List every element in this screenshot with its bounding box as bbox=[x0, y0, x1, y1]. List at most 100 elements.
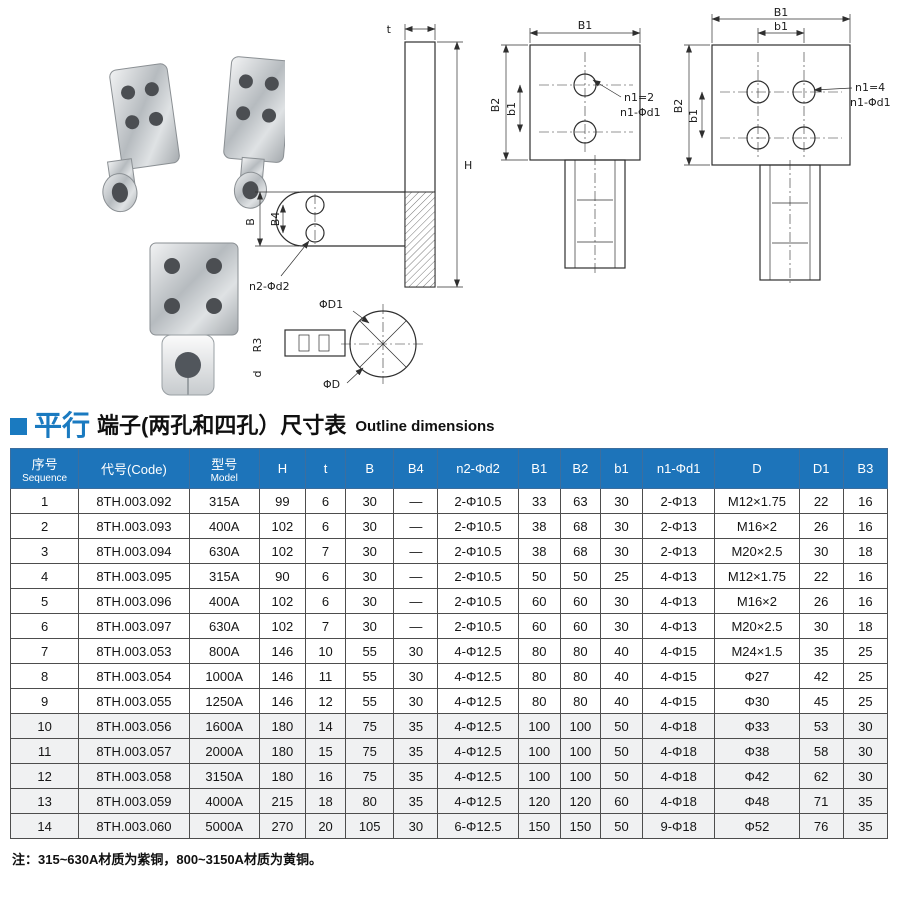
table-cell: 55 bbox=[345, 638, 395, 664]
table-cell: 105 bbox=[345, 813, 395, 839]
table-cell: 30 bbox=[345, 513, 395, 539]
table-cell: 60 bbox=[559, 613, 601, 639]
table-cell: 180 bbox=[258, 738, 306, 764]
column-header: D bbox=[714, 448, 800, 489]
table-cell: 30 bbox=[842, 713, 889, 739]
dim-label-B4: B4 bbox=[269, 212, 282, 227]
table-cell: Φ48 bbox=[714, 788, 800, 814]
table-cell: 4-Φ18 bbox=[642, 788, 716, 814]
table-cell: 315A bbox=[188, 488, 260, 514]
table-cell: 400A bbox=[188, 588, 260, 614]
table-cell: 6-Φ12.5 bbox=[437, 813, 519, 839]
table-cell: 4-Φ12.5 bbox=[437, 688, 519, 714]
table-cell: 8TH.003.093 bbox=[78, 513, 190, 539]
table-cell: 6 bbox=[304, 488, 347, 514]
table-cell: 40 bbox=[599, 663, 644, 689]
table-cell: 30 bbox=[599, 488, 644, 514]
table-cell: 4-Φ12.5 bbox=[437, 763, 519, 789]
table-cell: 4-Φ12.5 bbox=[437, 738, 519, 764]
table-cell: 30 bbox=[842, 738, 889, 764]
table-cell: 71 bbox=[798, 788, 844, 814]
table-cell: 26 bbox=[798, 588, 844, 614]
table-cell: 102 bbox=[258, 588, 306, 614]
dim-label-d: d bbox=[251, 371, 264, 378]
table-cell: 18 bbox=[842, 613, 889, 639]
table-cell: 22 bbox=[798, 563, 844, 589]
table-cell: 35 bbox=[393, 763, 439, 789]
table-cell: 12 bbox=[304, 688, 347, 714]
table-cell: 2-Φ10.5 bbox=[437, 613, 519, 639]
table-cell: 8TH.003.056 bbox=[78, 713, 190, 739]
table-cell: 400A bbox=[188, 513, 260, 539]
table-cell: 68 bbox=[559, 513, 601, 539]
table-cell: 4-Φ13 bbox=[642, 563, 716, 589]
table-cell: 50 bbox=[599, 763, 644, 789]
dim-label-D1: ΦD1 bbox=[319, 298, 343, 311]
table-cell: 30 bbox=[842, 763, 889, 789]
table-cell: 100 bbox=[517, 713, 561, 739]
dim-label-B1: B1 bbox=[578, 20, 593, 32]
table-cell: Φ27 bbox=[714, 663, 800, 689]
callout-n1-d1: n1-Φd1 bbox=[620, 106, 661, 119]
table-cell: 45 bbox=[798, 688, 844, 714]
section-title: 平行 端子(两孔和四孔）尺寸表 Outline dimensions bbox=[0, 404, 900, 444]
table-cell: 7 bbox=[9, 638, 80, 664]
column-header: B3 bbox=[842, 448, 889, 489]
table-cell: 30 bbox=[798, 538, 844, 564]
column-header: B4 bbox=[393, 448, 439, 489]
dim-label-b1-top: b1 bbox=[774, 20, 788, 33]
table-cell: 4 bbox=[9, 563, 80, 589]
table-cell: 8TH.003.058 bbox=[78, 763, 190, 789]
table-cell: M24×1.5 bbox=[714, 638, 800, 664]
table-cell: 26 bbox=[798, 513, 844, 539]
dim-label-B: B bbox=[244, 218, 257, 226]
callout-n1-count: n1=2 bbox=[624, 91, 654, 104]
table-cell: 40 bbox=[599, 638, 644, 664]
table-cell: 55 bbox=[345, 663, 395, 689]
table-cell: 12 bbox=[9, 763, 80, 789]
table-cell: 8TH.003.094 bbox=[78, 538, 190, 564]
table-cell: 30 bbox=[798, 613, 844, 639]
table-cell: 35 bbox=[842, 788, 889, 814]
table-cell: 58 bbox=[798, 738, 844, 764]
table-cell: 4-Φ15 bbox=[642, 638, 716, 664]
table-cell: 146 bbox=[258, 638, 306, 664]
table-cell: 6 bbox=[9, 613, 80, 639]
table-cell: 3 bbox=[9, 538, 80, 564]
table-cell: 50 bbox=[599, 713, 644, 739]
table-cell: 102 bbox=[258, 538, 306, 564]
product-photos bbox=[102, 56, 285, 396]
figures-section: t H B B4 n2-Φd2 bbox=[0, 0, 900, 404]
table-cell: 42 bbox=[798, 663, 844, 689]
table-cell: — bbox=[393, 563, 439, 589]
table-cell: 60 bbox=[559, 588, 601, 614]
table-cell: 180 bbox=[258, 713, 306, 739]
table-cell: 25 bbox=[842, 663, 889, 689]
table-cell: 2 bbox=[9, 513, 80, 539]
product-photo-two-hole-terminal bbox=[102, 63, 180, 213]
title-zh-highlight: 平行 bbox=[34, 410, 91, 441]
table-cell: 1000A bbox=[188, 663, 260, 689]
table-cell: 1600A bbox=[188, 713, 260, 739]
table-cell: 50 bbox=[517, 563, 561, 589]
table-cell: 80 bbox=[517, 663, 561, 689]
material-note: 注：315~630A材质为紫铜，800~3150A材质为黄铜。 bbox=[12, 852, 322, 867]
table-cell: 30 bbox=[345, 488, 395, 514]
table-cell: 315A bbox=[188, 563, 260, 589]
table-cell: 18 bbox=[304, 788, 347, 814]
table-cell: — bbox=[393, 588, 439, 614]
table-cell: 14 bbox=[304, 713, 347, 739]
table-cell: 4-Φ12.5 bbox=[437, 788, 519, 814]
table-cell: 150 bbox=[517, 813, 561, 839]
column-header: H bbox=[258, 448, 306, 489]
dim-label-B1: B1 bbox=[774, 8, 789, 19]
table-cell: M16×2 bbox=[714, 513, 800, 539]
table-cell: 630A bbox=[188, 613, 260, 639]
table-cell: 102 bbox=[258, 613, 306, 639]
